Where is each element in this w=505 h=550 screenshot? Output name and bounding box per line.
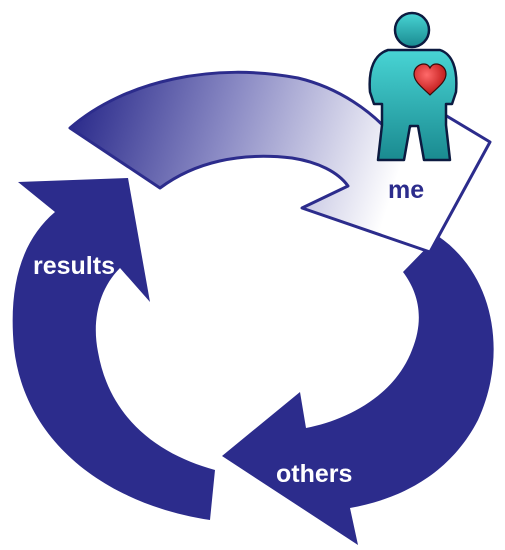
label-results: results — [33, 252, 115, 280]
label-others: others — [276, 460, 352, 488]
heart-icon — [413, 63, 447, 96]
label-me: me — [388, 176, 424, 204]
results-arrow — [12, 178, 215, 520]
others-arrow — [222, 236, 494, 545]
